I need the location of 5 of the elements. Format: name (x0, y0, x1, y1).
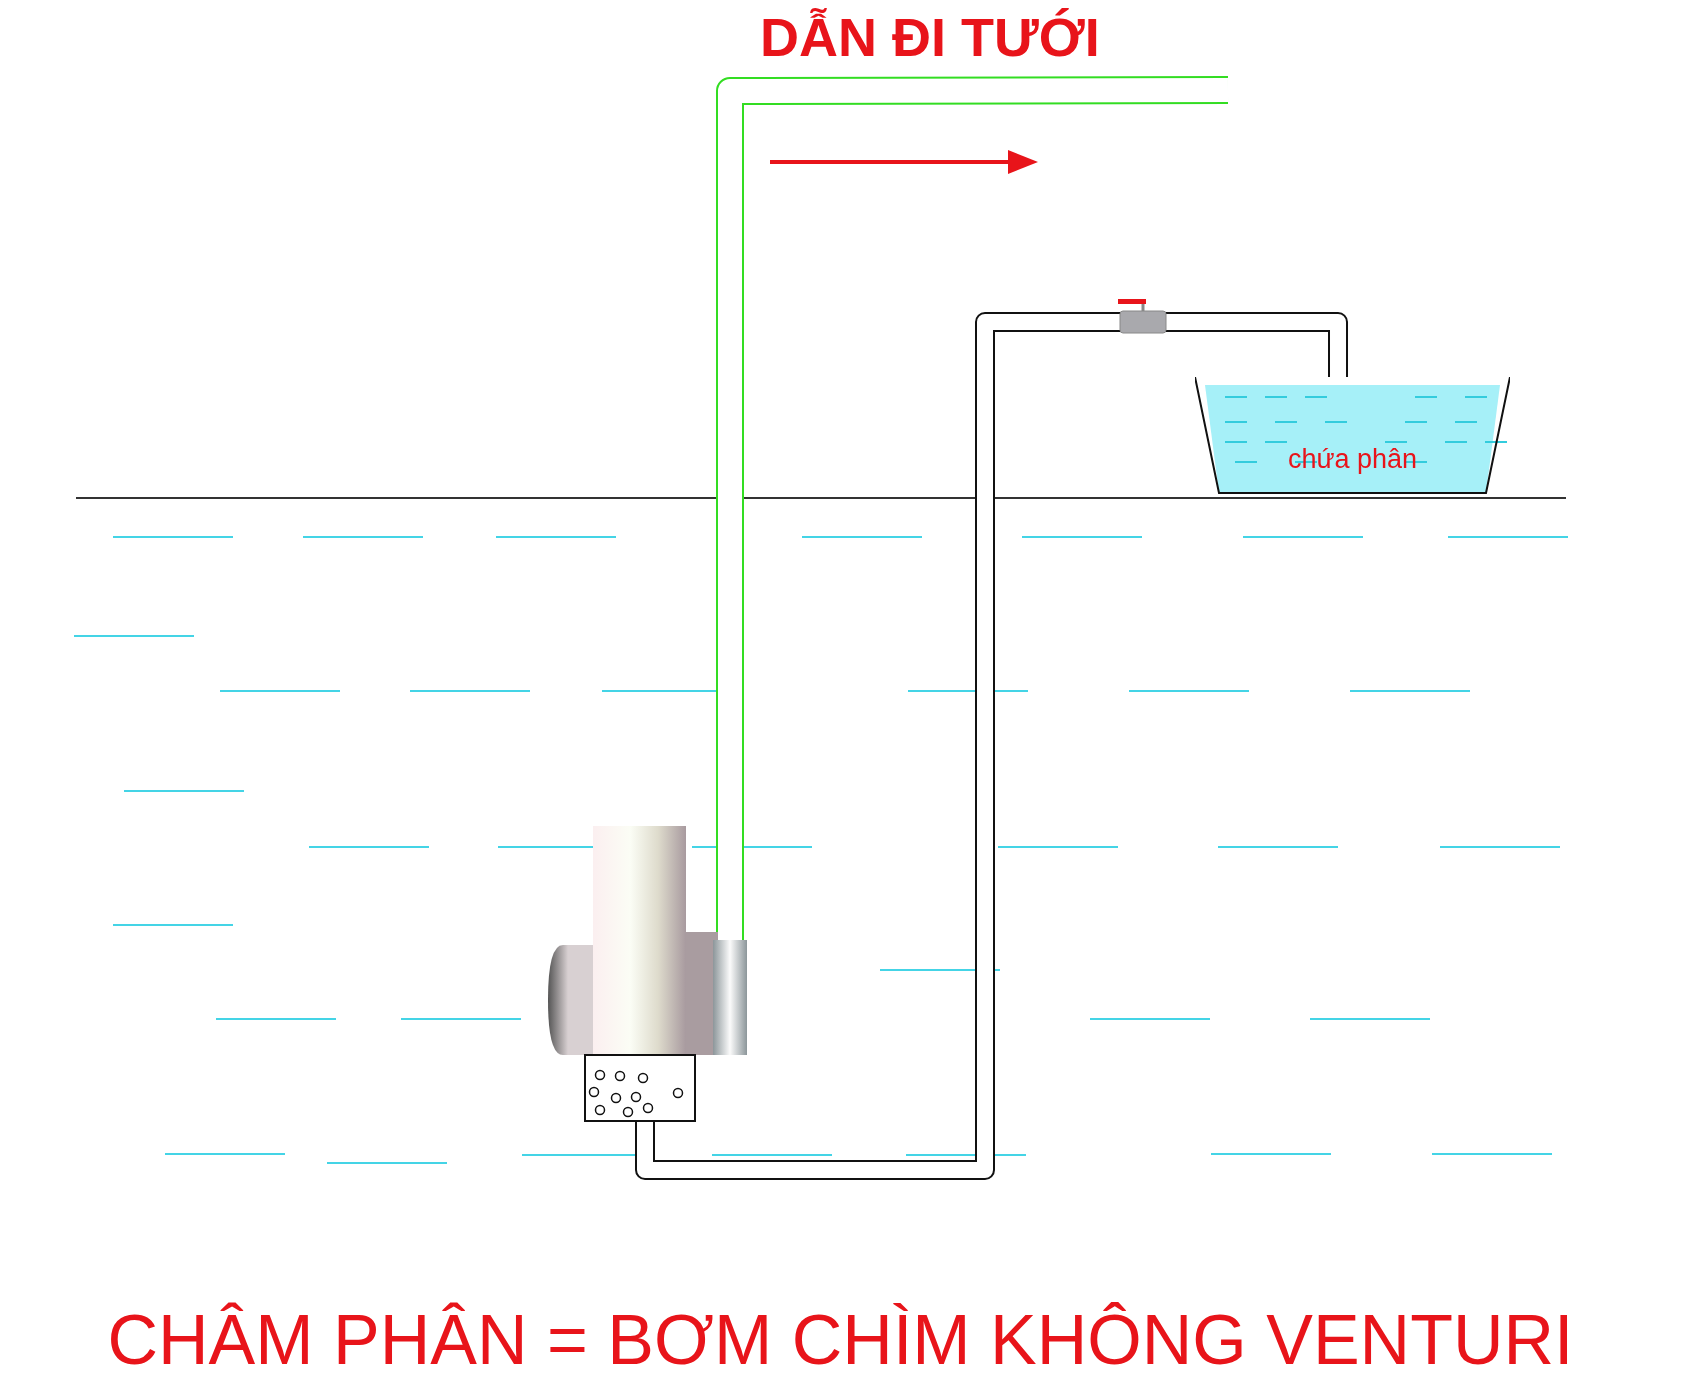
tank (1195, 377, 1510, 495)
title: DẪN ĐI TƯỚI (760, 6, 1100, 69)
pipe (716, 76, 1229, 940)
tank-label: chứa phân (1287, 446, 1418, 473)
pipe (635, 312, 1348, 1180)
